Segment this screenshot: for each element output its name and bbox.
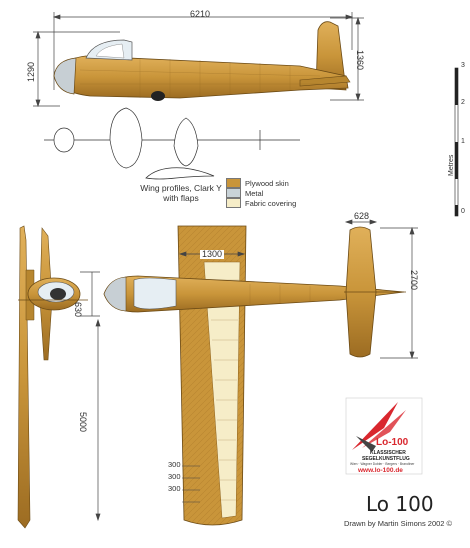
tail-height-dimension-line	[330, 16, 364, 102]
height-label: 1290	[26, 61, 36, 82]
wing-profile-caption: Wing profiles, Clark Y with flaps	[140, 183, 222, 203]
station-label-1: 300	[168, 460, 181, 469]
height-dimension-line	[33, 30, 120, 108]
metal-swatch	[226, 188, 241, 198]
logo-line1: KLASSISCHER	[370, 450, 406, 456]
scale-tick-0: 0	[461, 208, 465, 215]
scale-tick-3: 3	[461, 62, 465, 69]
fin-height-label: 2700	[409, 270, 419, 291]
logo-url: www.lo-100.de	[358, 467, 403, 474]
legend-item-plywood: Plywood skin	[226, 178, 289, 188]
station-label-3: 300	[168, 484, 181, 493]
scale-unit-label: Metres	[448, 154, 455, 176]
length-label: 6210	[190, 9, 211, 19]
tail-span-dimension-line	[344, 219, 378, 225]
wing-root-label: 1300	[200, 249, 225, 259]
fuselage-width-dimension-line	[80, 271, 100, 317]
legend-item-metal: Metal	[226, 188, 263, 198]
drawing-title: Lo 100	[366, 492, 434, 516]
logo-line3: Wien · Wagner Dobler · Bergers · Brandtn…	[350, 462, 415, 466]
fabric-swatch	[226, 198, 241, 208]
fuselage-width-label: 630	[73, 302, 83, 318]
scale-tick-2: 2	[461, 99, 465, 106]
half-span-dimension-line	[95, 318, 101, 522]
station-label-2: 300	[168, 472, 181, 481]
fin-height-dimension-line	[380, 226, 418, 360]
half-span-label: 5000	[78, 412, 88, 433]
front-view-glider	[17, 225, 88, 529]
side-view-glider	[53, 21, 351, 101]
tail-height-label: 1360	[355, 50, 365, 71]
scale-tick-1: 1	[461, 138, 465, 145]
logo-name: Lo-100	[376, 437, 409, 448]
plan-view-glider	[103, 225, 406, 526]
plywood-swatch	[226, 178, 241, 188]
wing-profile-shape	[145, 167, 215, 180]
tail-span-label: 628	[354, 211, 370, 221]
metric-scale-bar	[454, 67, 459, 217]
drawing-credit: Drawn by Martin Simons 2002 ©	[344, 519, 453, 528]
legend-item-fabric: Fabric covering	[226, 198, 296, 208]
cross-section-row	[44, 107, 300, 169]
logo-line2: SEGELKUNSTFLUG	[362, 456, 410, 462]
lo100-logo	[345, 397, 423, 475]
station-ticks	[182, 465, 200, 503]
